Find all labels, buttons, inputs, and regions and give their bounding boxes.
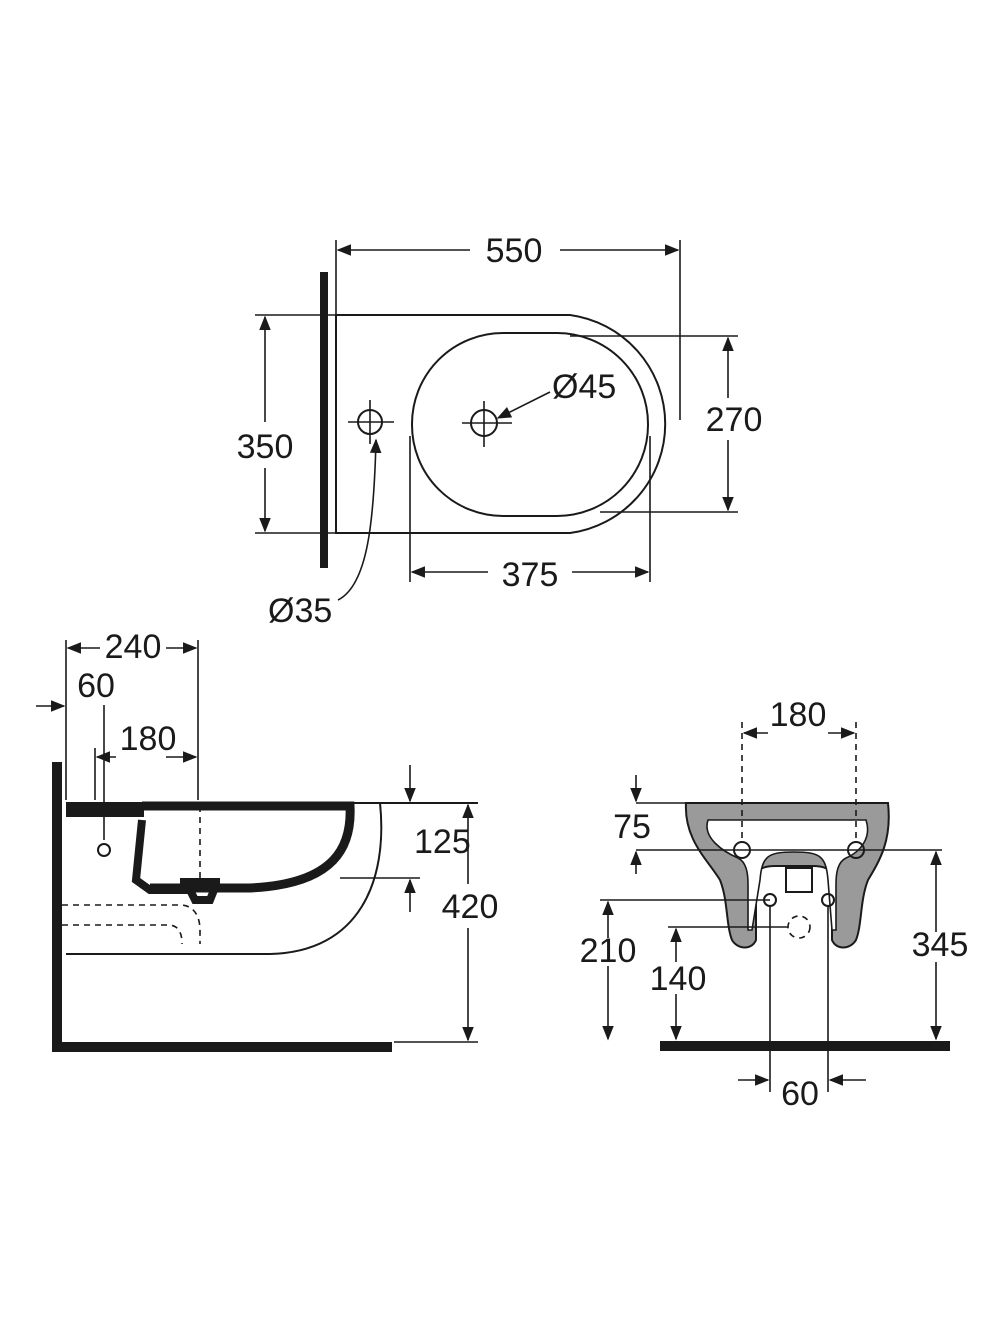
waste-pipe	[62, 806, 201, 945]
tap-hole	[348, 400, 394, 444]
dim-60-side: 60	[77, 667, 115, 705]
dim-345: 345	[912, 926, 969, 964]
top-view: 550 350 270 375 Ø45 Ø35	[237, 232, 763, 630]
dim-375: 375	[502, 556, 559, 594]
leader-35	[337, 438, 382, 601]
side-view: 240 60 180 125 420	[36, 628, 498, 1052]
wall-line	[320, 272, 328, 568]
dim-75: 75	[613, 808, 651, 846]
dim-180-rear: 180	[770, 696, 827, 734]
drain-hole	[462, 401, 512, 447]
tap-fitting	[66, 803, 144, 817]
rear-view: 180 75 345 210 140 60	[580, 696, 969, 1113]
leader-45	[496, 391, 551, 419]
waste-outlet	[787, 915, 811, 939]
bowl-outline	[411, 332, 649, 517]
dim-125: 125	[414, 823, 471, 861]
side-wall	[52, 762, 62, 1052]
dim-60-rear: 60	[781, 1075, 819, 1113]
side-body	[66, 802, 383, 955]
dim-350: 350	[237, 428, 294, 466]
dim-210: 210	[580, 932, 637, 970]
dim-140: 140	[650, 960, 707, 998]
rear-cutout	[706, 819, 869, 931]
dim-240: 240	[105, 628, 162, 666]
dim-180-side: 180	[120, 720, 177, 758]
dim-550: 550	[486, 232, 543, 270]
dim-270: 270	[706, 401, 763, 439]
dim-420: 420	[442, 888, 499, 926]
side-floor	[52, 1042, 392, 1052]
bidet-outline	[335, 314, 667, 534]
dim-diameter-35: Ø35	[268, 592, 332, 630]
rear-floor	[660, 1041, 950, 1051]
dim-diameter-45: Ø45	[552, 368, 616, 406]
